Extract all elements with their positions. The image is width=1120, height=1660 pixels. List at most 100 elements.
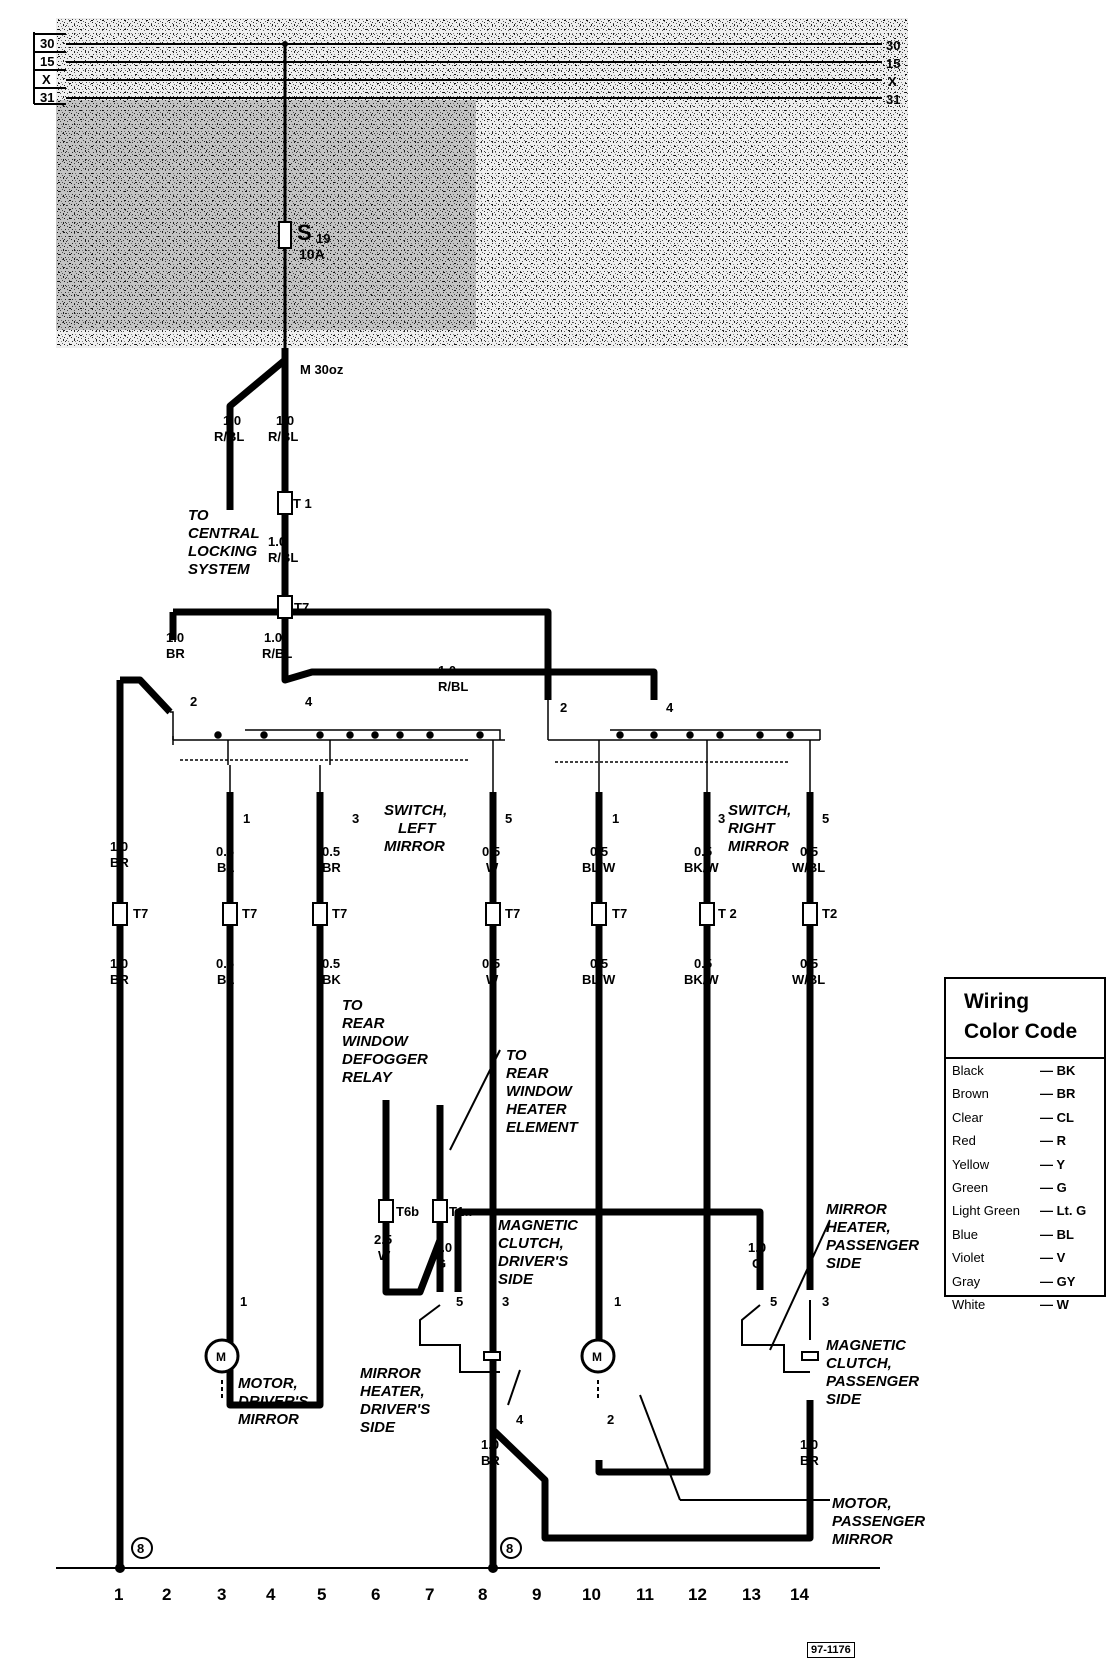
- legend-name: Yellow: [952, 1156, 990, 1172]
- svg-text:BR: BR: [800, 1453, 819, 1468]
- legend-row: Violet— V: [946, 1246, 1104, 1269]
- svg-text:3: 3: [718, 811, 725, 826]
- svg-text:1.0: 1.0: [481, 1437, 499, 1452]
- svg-text:R/BL: R/BL: [268, 429, 298, 444]
- svg-text:BK: BK: [322, 972, 341, 987]
- motor-passenger-m: M: [592, 1350, 602, 1364]
- svg-text:TO: TO: [506, 1047, 527, 1064]
- svg-text:PASSENGER: PASSENGER: [832, 1513, 925, 1530]
- motor-driver-m: M: [216, 1350, 226, 1364]
- svg-text:SIDE: SIDE: [826, 1255, 862, 1272]
- svg-text:0.5: 0.5: [216, 956, 234, 971]
- svg-text:TO: TO: [188, 507, 209, 524]
- svg-text:TO: TO: [342, 997, 363, 1014]
- svg-text:1: 1: [240, 1294, 247, 1309]
- svg-text:T6b: T6b: [396, 1204, 419, 1219]
- svg-text:1.0: 1.0: [748, 1240, 766, 1255]
- bus-label-x-right: X: [888, 74, 897, 89]
- ground-marker-left: 8: [137, 1541, 144, 1556]
- legend-name: Green: [952, 1179, 989, 1195]
- ground-junction-left: [115, 1563, 125, 1573]
- svg-text:14: 14: [790, 1585, 809, 1604]
- svg-text:LOCKING: LOCKING: [188, 543, 257, 560]
- legend-row: Gray— GY: [946, 1270, 1104, 1293]
- svg-text:4: 4: [666, 700, 674, 715]
- connector-t7: [277, 595, 293, 619]
- svg-text:BR: BR: [166, 646, 185, 661]
- svg-text:1.0: 1.0: [166, 630, 184, 645]
- svg-text:MIRROR: MIRROR: [360, 1365, 421, 1382]
- bus-label-31-right: 31: [886, 92, 900, 107]
- legend-row: Light Green— Lt. G: [946, 1199, 1104, 1222]
- svg-text:3: 3: [352, 811, 359, 826]
- svg-text:MOTOR,: MOTOR,: [238, 1375, 298, 1392]
- legend-code: — R: [1040, 1133, 1066, 1149]
- svg-text:RIGHT: RIGHT: [728, 820, 777, 837]
- svg-text:R/BL: R/BL: [214, 429, 244, 444]
- svg-text:9: 9: [532, 1585, 541, 1604]
- legend-row: Blue— BL: [946, 1223, 1104, 1246]
- motor-driver-symbol: [204, 1338, 240, 1374]
- thick-wires: [116, 348, 814, 1568]
- svg-text:3: 3: [217, 1585, 226, 1604]
- legend-code: — Y: [1040, 1156, 1066, 1172]
- svg-text:1.0: 1.0: [223, 413, 241, 428]
- svg-text:1: 1: [243, 811, 250, 826]
- legend-name: Violet: [952, 1250, 985, 1266]
- svg-text:W: W: [486, 860, 499, 875]
- legend-code: — BK: [1040, 1063, 1076, 1078]
- svg-text:13: 13: [742, 1585, 761, 1604]
- svg-text:G: G: [436, 1256, 446, 1271]
- svg-text:1.0: 1.0: [268, 534, 286, 549]
- legend-name: Clear: [952, 1109, 984, 1125]
- svg-text:T7: T7: [242, 906, 257, 921]
- bus-label-15-right: 15: [886, 56, 900, 71]
- svg-text:T 1: T 1: [293, 496, 312, 511]
- svg-text:SIDE: SIDE: [360, 1419, 396, 1436]
- svg-text:0.5: 0.5: [590, 956, 608, 971]
- svg-text:2: 2: [190, 694, 197, 709]
- svg-text:MIRROR: MIRROR: [238, 1411, 299, 1428]
- svg-text:BK/W: BK/W: [684, 972, 719, 987]
- connector-t7-col10: [591, 902, 607, 926]
- svg-text:11: 11: [636, 1585, 654, 1604]
- legend-name: Red: [952, 1133, 976, 1149]
- svg-text:6: 6: [371, 1585, 380, 1604]
- svg-text:BL/W: BL/W: [582, 972, 616, 987]
- svg-text:5: 5: [770, 1294, 777, 1309]
- svg-text:SYSTEM: SYSTEM: [188, 561, 250, 578]
- svg-text:3: 3: [502, 1294, 509, 1309]
- svg-text:2: 2: [162, 1585, 171, 1604]
- svg-text:SWITCH,: SWITCH,: [728, 802, 791, 819]
- svg-text:2.5: 2.5: [374, 1232, 392, 1247]
- svg-text:HEATER,: HEATER,: [826, 1219, 891, 1236]
- diagram-reference-number: 97-1176: [807, 1642, 855, 1658]
- fuse-rating: 10A: [299, 246, 325, 262]
- svg-text:ELEMENT: ELEMENT: [506, 1119, 580, 1136]
- svg-text:DRIVER'S: DRIVER'S: [238, 1393, 308, 1410]
- svg-text:4: 4: [305, 694, 313, 709]
- svg-text:7: 7: [425, 1585, 434, 1604]
- motor-passenger-symbol: [580, 1338, 616, 1374]
- legend-row: Yellow — Y: [946, 1153, 1104, 1176]
- legend-name: Light Green: [952, 1203, 1020, 1219]
- svg-text:DEFOGGER: DEFOGGER: [342, 1051, 428, 1068]
- svg-text:8: 8: [478, 1585, 487, 1604]
- connector-t1a: [432, 1199, 448, 1223]
- connector-symbols: [112, 491, 818, 1223]
- legend-name: Black: [952, 1063, 984, 1078]
- legend-code: — BL: [1040, 1226, 1074, 1242]
- svg-text:BL: BL: [217, 860, 234, 875]
- svg-text:5: 5: [317, 1585, 326, 1604]
- switch-left-mirror: [170, 711, 505, 792]
- svg-text:1.0: 1.0: [434, 1240, 452, 1255]
- legend-code: — W: [1040, 1296, 1069, 1312]
- svg-text:BR: BR: [481, 1453, 500, 1468]
- ground-numbers: 1 2 3 4 5 6 7 8 9 10 11 12 13 14: [114, 1585, 809, 1604]
- bus-label-30-left: 30: [40, 36, 54, 51]
- svg-text:MAGNETIC: MAGNETIC: [826, 1337, 907, 1354]
- svg-text:5: 5: [456, 1294, 463, 1309]
- svg-text:W/BL: W/BL: [792, 860, 825, 875]
- svg-text:DRIVER'S: DRIVER'S: [498, 1253, 568, 1270]
- svg-text:5: 5: [505, 811, 512, 826]
